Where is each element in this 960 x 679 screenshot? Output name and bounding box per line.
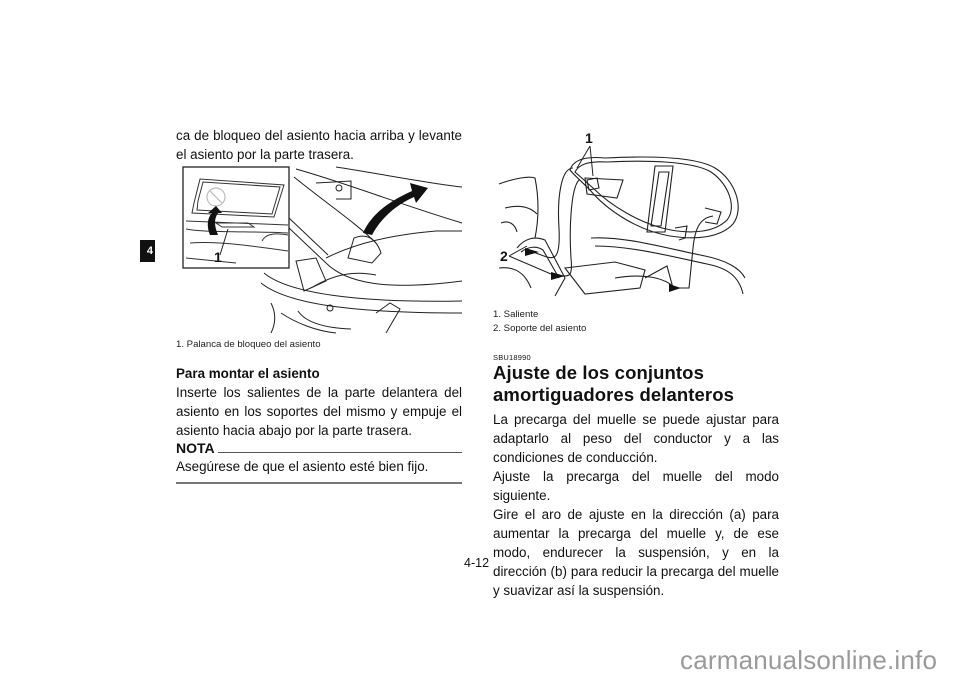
- page-number: 4-12: [464, 556, 490, 570]
- caption-item: 2. Soporte del asiento: [493, 323, 587, 334]
- section-paragraph: La precarga del muelle se puede ajustar …: [493, 412, 779, 465]
- section-title: Ajuste de los conjuntos amortiguadores d…: [493, 362, 735, 405]
- watermark: carmanualsonline.info: [680, 645, 938, 675]
- seat-lock-illustration: 1: [176, 163, 466, 335]
- note-box: NOTA Asegúrese de que el asiento esté bi…: [176, 440, 462, 484]
- front-shock-section: SBU18990 Ajuste de los conjuntos amortig…: [493, 353, 779, 600]
- note-title: NOTA: [176, 440, 462, 456]
- section-code: SBU18990: [493, 353, 531, 362]
- install-seat-section: Para montar el asiento Inserte los salie…: [176, 365, 462, 440]
- intro-paragraph: ca de bloqueo del asiento hacia arriba y…: [176, 128, 462, 162]
- note-text: Asegúrese de que el asiento esté bien fi…: [176, 459, 429, 474]
- install-seat-heading: Para montar el asiento: [176, 366, 320, 381]
- seat-lock-drawing: [182, 166, 463, 334]
- figure1-callout-1: 1: [214, 249, 222, 265]
- section-paragraph: Gire el aro de ajuste en la dirección (a…: [493, 507, 779, 598]
- figure1-caption: 1. Palanca de bloqueo del asiento: [176, 338, 462, 352]
- install-seat-text: Inserte los salientes de la parte delant…: [176, 385, 462, 438]
- figure2-caption: 1. Saliente 2. Soporte del asiento: [493, 308, 779, 336]
- caption-item: 1. Palanca de bloqueo del asiento: [176, 339, 321, 350]
- section-body: La precarga del muelle se puede ajustar …: [493, 410, 779, 600]
- seat-mount-drawing: [498, 145, 746, 297]
- figure2-callout-1: 1: [585, 130, 593, 146]
- seat-mount-illustration: 1 2: [495, 128, 750, 300]
- note-title-rule: [217, 451, 462, 453]
- chapter-number: 4: [146, 245, 153, 257]
- note-bottom-rule: [176, 482, 462, 484]
- chapter-tab: 4: [140, 240, 155, 262]
- caption-item: 1. Saliente: [493, 309, 539, 320]
- section-paragraph: Ajuste la precarga del muelle del modo s…: [493, 469, 779, 503]
- figure2-callout-2: 2: [500, 248, 508, 264]
